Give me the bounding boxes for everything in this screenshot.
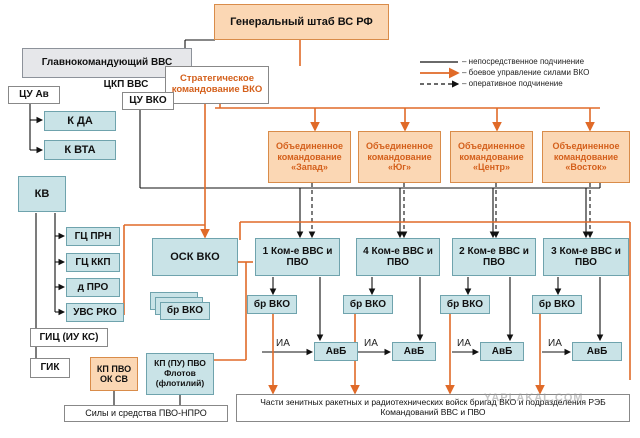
kp-fleet-box: КП (ПУ) ПВО Флотов (флотилий) [146, 353, 214, 395]
ia-label-3: ИА [457, 338, 471, 349]
gc-prn-box: ГЦ ПРН [66, 227, 120, 246]
strategic-command-box: Стратегическое командование ВКО [165, 66, 269, 104]
osk-vko-box: ОСК ВКО [152, 238, 238, 276]
watermark: YAPLAKAL.COM [484, 392, 584, 404]
kp-pvo-box: КП ПВО ОК СВ [90, 357, 138, 391]
br-vko-2: бр ВКО [440, 295, 490, 314]
tskp-vvs-label: ЦКП ВВС [103, 79, 149, 91]
k-da-box: К ДА [44, 111, 116, 131]
air-force-commander-box: Главнокомандующий ВВС [22, 48, 192, 78]
br-vko-3: бр ВКО [532, 295, 582, 314]
kv-box: КВ [18, 176, 66, 212]
tsu-av-box: ЦУ Ав [8, 86, 60, 104]
gc-kkp-box: ГЦ ККП [66, 253, 120, 272]
legend-operational: – оперативное подчинение [462, 79, 563, 88]
oc-center-box: Объединенное командование «Центр» [450, 131, 533, 183]
gic-box: ГИЦ (ИУ КС) [30, 328, 108, 347]
kom-2-box: 2 Ком-е ВВС и ПВО [452, 238, 536, 276]
legend-combat: – боевое управление силами ВКО [462, 68, 590, 77]
br-vko-1: бр ВКО [247, 295, 297, 314]
ia-label-4: ИА [548, 338, 562, 349]
oc-south-box: Объединенное командование «Юг» [358, 131, 441, 183]
general-staff-box: Генеральный штаб ВС РФ [214, 4, 389, 40]
avb-2: АвБ [392, 342, 436, 361]
oc-west-box: Объединенное командование «Запад» [268, 131, 351, 183]
units-footer-box: Части зенитных ракетных и радиотехническ… [236, 394, 630, 422]
kom-1-box: 1 Ком-е ВВС и ПВО [255, 238, 340, 276]
forces-pvo-npro-box: Силы и средства ПВО-НПРО [64, 405, 228, 422]
avb-3: АвБ [480, 342, 524, 361]
avb-1: АвБ [314, 342, 358, 361]
oc-east-box: Объединенное командование «Восток» [542, 131, 630, 183]
br-vko-4: бр ВКО [343, 295, 393, 314]
kom-3-box: 3 Ком-е ВВС и ПВО [543, 238, 629, 276]
tsu-vko-box: ЦУ ВКО [122, 92, 174, 110]
uvs-rko-box: УВС РКО [66, 303, 124, 322]
avb-4: АвБ [572, 342, 622, 361]
ia-label-2: ИА [364, 338, 378, 349]
d-pro-box: д ПРО [66, 278, 120, 297]
gik-box: ГИК [30, 358, 70, 378]
ia-label-1: ИА [276, 338, 290, 349]
kom-4-box: 4 Ком-е ВВС и ПВО [356, 238, 440, 276]
k-vta-box: К ВТА [44, 140, 116, 160]
legend-direct: – непосредственное подчинение [462, 57, 585, 66]
br-vko-stack-front: бр ВКО [160, 302, 210, 320]
